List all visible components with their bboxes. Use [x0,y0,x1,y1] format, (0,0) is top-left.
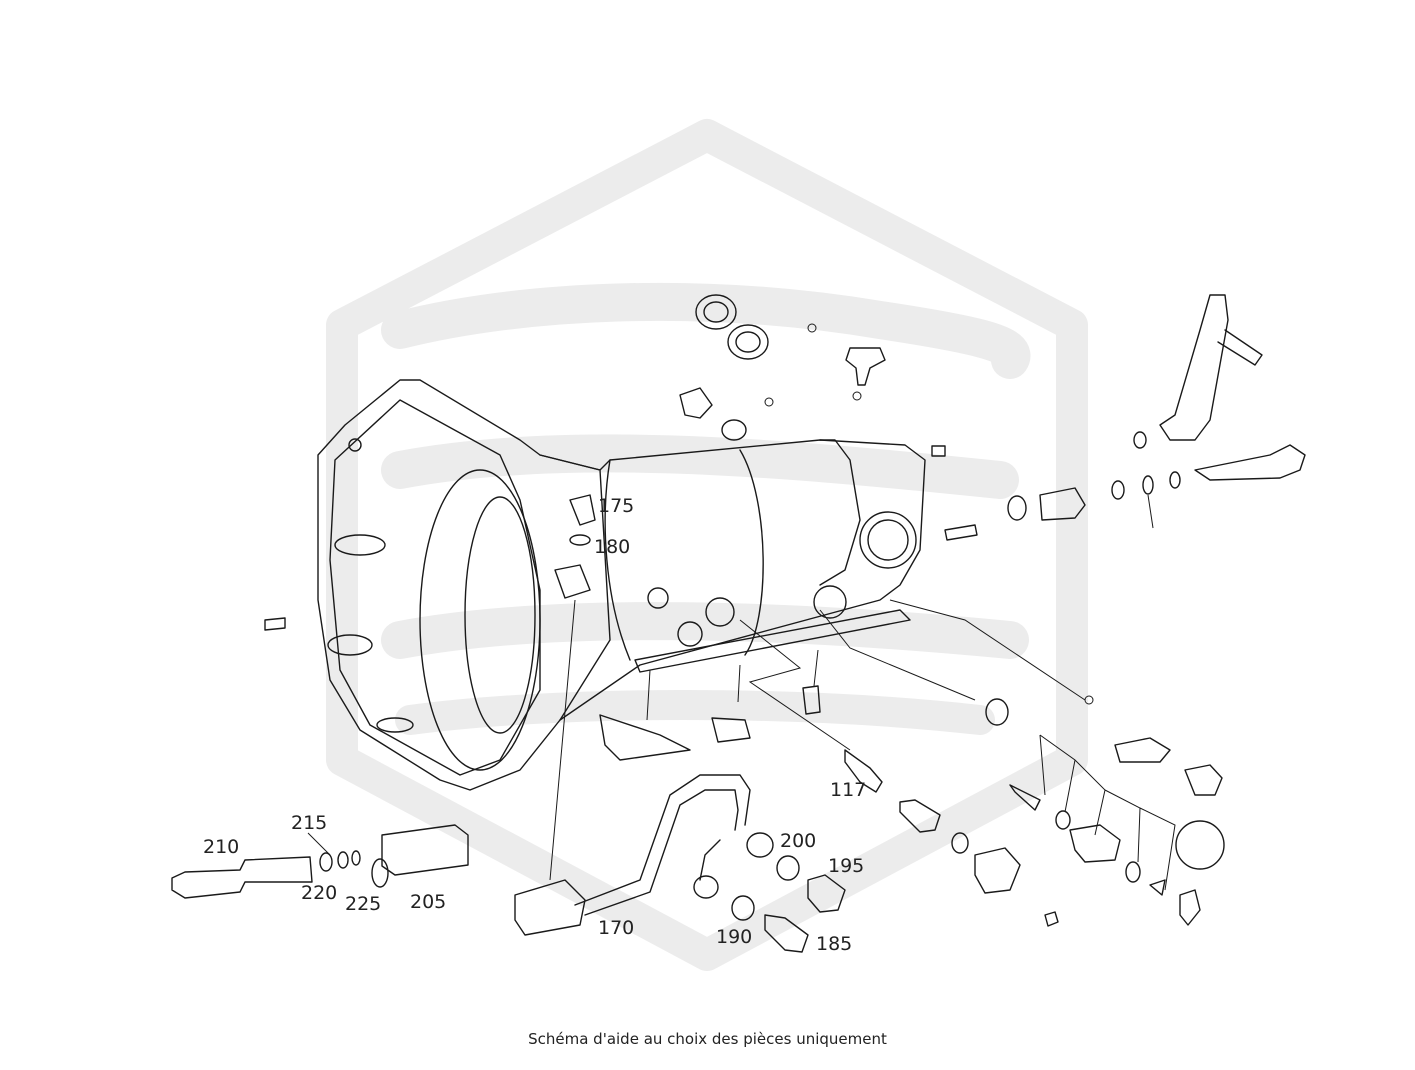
callout-170[interactable]: 170 [598,917,634,939]
callout-215[interactable]: 215 [291,812,327,834]
diagram-caption: Schéma d'aide au choix des pièces unique… [528,1030,887,1048]
callout-195[interactable]: 195 [828,855,864,877]
callout-200[interactable]: 200 [780,830,816,852]
callout-175[interactable]: 175 [598,495,634,517]
gearbox-housing[interactable] [317,379,926,791]
brand-logo-watermark-icon [326,119,1088,971]
lower-right-parts-group[interactable] [819,599,1225,927]
callout-225[interactable]: 225 [345,893,381,915]
shaft-assembly-group[interactable] [171,494,596,899]
callout-190[interactable]: 190 [716,926,752,948]
oil-line-group[interactable] [514,685,941,953]
callout-117[interactable]: 117 [830,779,866,801]
top-parts-group[interactable] [679,294,978,541]
callout-220[interactable]: 220 [301,882,337,904]
selector-lever-group[interactable] [1007,294,1306,529]
callout-185[interactable]: 185 [816,933,852,955]
leader-lines [307,599,851,881]
callout-205[interactable]: 205 [410,891,446,913]
callout-210[interactable]: 210 [203,836,239,858]
callout-180[interactable]: 180 [594,536,630,558]
